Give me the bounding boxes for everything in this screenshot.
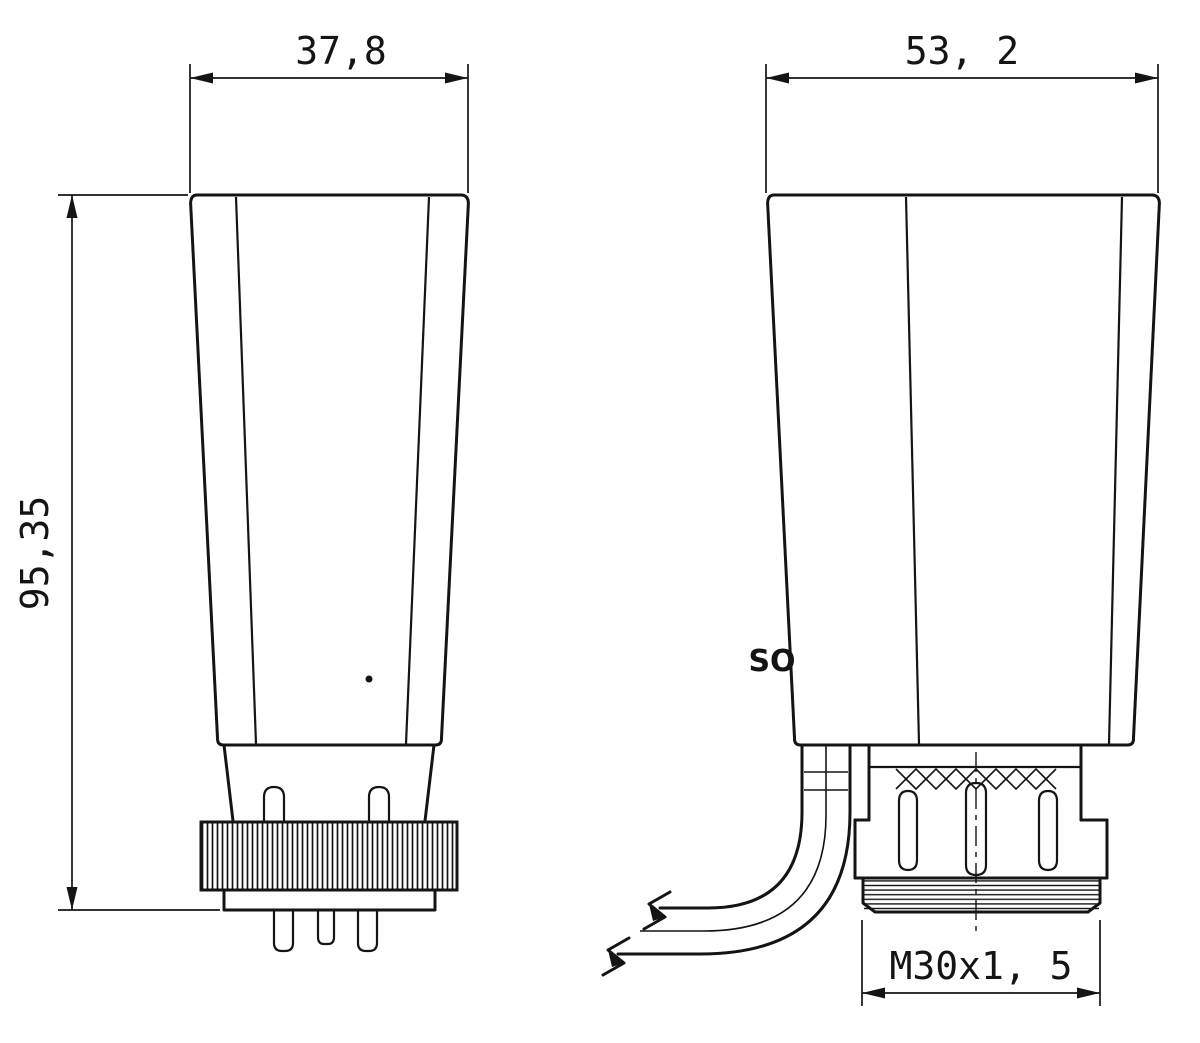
- front-neck-left: [222, 743, 235, 823]
- collar-band: [222, 888, 437, 912]
- dimension-thread: M30x1, 5: [861, 920, 1101, 1006]
- dim-arrow-left: [862, 987, 885, 999]
- adapter-pin-left: [897, 789, 919, 872]
- cable-break-arrow-upper: [649, 904, 665, 921]
- front-view: [189, 193, 470, 953]
- dim-front-width-label: 37,8: [295, 29, 387, 73]
- valve-adapter: [853, 743, 1109, 934]
- cable-middle-line: [640, 745, 827, 932]
- dimension-front-width: 37,8: [189, 29, 469, 193]
- side-body-panel-line-left: [904, 196, 921, 745]
- valve-pin-center: [316, 910, 336, 946]
- dim-arrow-left: [190, 72, 213, 84]
- dim-height-label: 95,35: [13, 496, 57, 610]
- adapter-pin-center: [964, 781, 988, 877]
- dim-thread-label: M30x1, 5: [889, 944, 1072, 988]
- dim-arrow-left: [766, 72, 789, 84]
- side-view: SO: [601, 193, 1161, 977]
- thread-outline: [861, 876, 1102, 914]
- dim-arrow-right: [1135, 72, 1158, 84]
- front-body-panel-line-left: [234, 196, 258, 745]
- dim-arrow-top: [66, 195, 78, 218]
- front-neck-slot-right: [367, 785, 391, 822]
- front-body-panel-line-right: [404, 196, 431, 745]
- dim-arrow-bottom: [66, 887, 78, 910]
- cable-edge-outer: [616, 743, 852, 956]
- dimension-height: 95,35: [13, 194, 220, 911]
- valve-pin-right: [356, 910, 379, 953]
- knurled-ring: [199, 820, 459, 892]
- dimensions: 37,8 53, 2 95,35 M30x1, 5: [13, 29, 1159, 1006]
- cable-break-arrow-lower: [608, 950, 624, 967]
- dim-arrow-right: [445, 72, 468, 84]
- cable-edge-inner: [658, 743, 804, 910]
- led-indicator: [365, 675, 373, 683]
- valve-pin-left: [272, 910, 295, 953]
- side-body-panel-line-right: [1107, 196, 1124, 745]
- dim-side-width-label: 53, 2: [905, 29, 1019, 73]
- dim-arrow-right: [1077, 987, 1100, 999]
- brand-logo: SO: [748, 644, 795, 679]
- thread-hatch: [864, 879, 1099, 911]
- front-body-outline: [189, 193, 470, 747]
- side-body-outline: [766, 193, 1161, 747]
- front-neck-right: [423, 743, 436, 823]
- connection-cable: [601, 743, 852, 977]
- adapter-pin-right: [1037, 789, 1059, 872]
- front-neck-slot-left: [262, 785, 286, 822]
- dimension-side-width: 53, 2: [765, 29, 1159, 193]
